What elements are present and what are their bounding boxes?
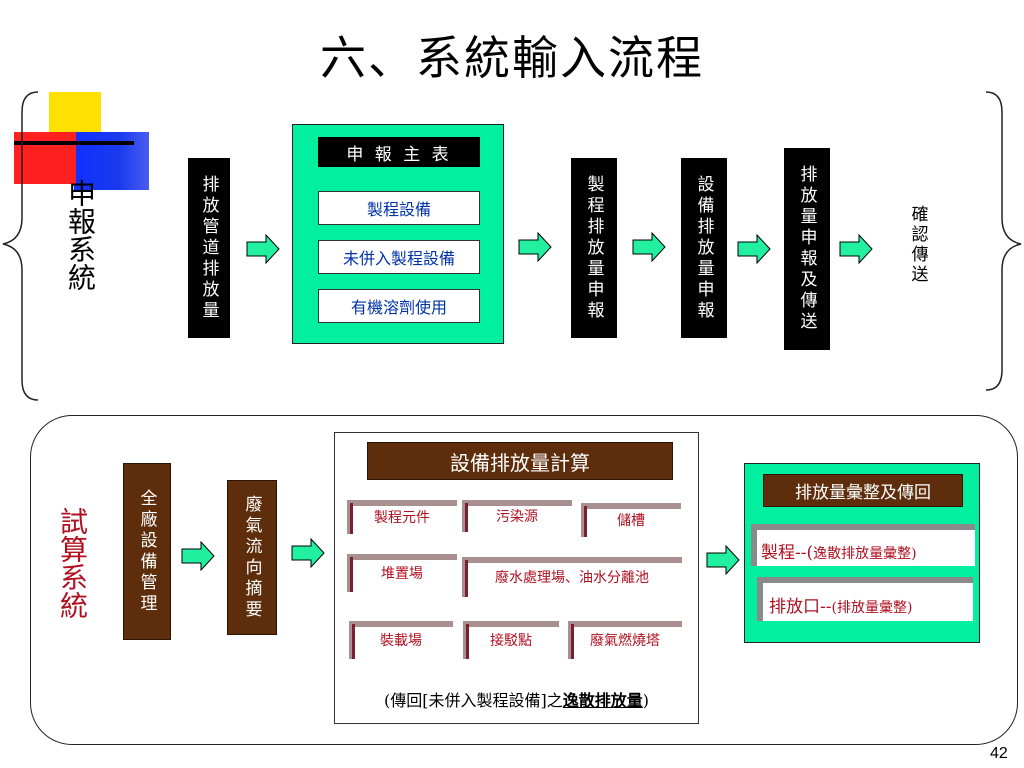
process-equipment-button[interactable]: 製程設備 xyxy=(318,191,480,225)
arrow-right-icon xyxy=(246,234,280,264)
pollution-source-label: 污染源 xyxy=(496,509,538,525)
process-component-item[interactable]: 製程元件 xyxy=(347,500,457,534)
arrow-right-icon xyxy=(737,234,771,264)
return-note-emphasis: 逸散排放量 xyxy=(562,691,643,710)
arrow-right-icon xyxy=(632,232,666,262)
arrow-right-icon xyxy=(706,545,740,575)
logo-red-square xyxy=(14,132,76,184)
emission-report-send-box[interactable]: 排放量申報及傳送 xyxy=(784,148,830,350)
process-component-label: 製程元件 xyxy=(374,510,430,526)
organic-solvent-button[interactable]: 有機溶劑使用 xyxy=(318,289,480,323)
process-emission-box[interactable]: 製程排放量申報 xyxy=(571,158,617,338)
corner-logo xyxy=(14,92,149,197)
logo-black-line xyxy=(14,141,134,145)
arrow-right-icon xyxy=(291,538,325,568)
arrow-right-icon xyxy=(839,234,873,264)
top-right-brace xyxy=(985,91,1022,391)
process-summary-main: 製程--( xyxy=(761,543,814,563)
storage-tank-label: 儲槽 xyxy=(617,513,645,529)
return-note-suffix: ) xyxy=(642,691,649,710)
loading-area-label: 裝載場 xyxy=(380,633,422,649)
return-note: (傳回[未併入製程設備]之逸散排放量) xyxy=(335,687,698,711)
equipment-emission-box[interactable]: 設備排放量申報 xyxy=(681,158,727,338)
stockpile-label: 堆置場 xyxy=(381,566,423,582)
pollution-source-item[interactable]: 污染源 xyxy=(462,500,572,532)
page-number: 42 xyxy=(990,745,1008,762)
transfer-point-item[interactable]: 接駁點 xyxy=(463,621,559,659)
reporting-system-label: 申報系統 xyxy=(64,179,97,291)
flare-tower-label: 廢氣燃燒塔 xyxy=(590,633,660,649)
outlet-summary-sub: (排放量彙整) xyxy=(831,600,913,616)
waste-gas-flow-box[interactable]: 廢氣流向摘要 xyxy=(227,480,277,635)
main-report-panel: 申 報 主 表 製程設備 未併入製程設備 有機溶劑使用 xyxy=(292,124,504,344)
trial-system-label: 試算系統 xyxy=(56,506,89,619)
equipment-calc-header: 設備排放量計算 xyxy=(367,442,673,480)
equipment-calc-panel: 設備排放量計算 製程元件 污染源 儲槽 堆置場 廢水處理場、油水分離池 裝載場 … xyxy=(334,432,699,724)
flare-tower-item[interactable]: 廢氣燃燒塔 xyxy=(568,621,682,659)
wastewater-plant-label: 廢水處理場、油水分離池 xyxy=(495,570,649,586)
summary-panel: 排放量彙整及傳回 製程--(逸散排放量彙整) 排放口--(排放量彙整) xyxy=(744,463,980,643)
confirm-send-label[interactable]: 確認傳送 xyxy=(907,205,928,285)
summary-header: 排放量彙整及傳回 xyxy=(763,474,963,507)
loading-area-item[interactable]: 裝載場 xyxy=(349,621,453,659)
storage-tank-item[interactable]: 儲槽 xyxy=(581,503,681,537)
emission-stack-box[interactable]: 排放管道排放量 xyxy=(188,158,230,338)
process-summary-sub: 逸散排放量彙整) xyxy=(813,546,917,562)
stockpile-item[interactable]: 堆置場 xyxy=(347,554,457,592)
top-left-brace xyxy=(2,91,39,401)
transfer-point-label: 接駁點 xyxy=(490,633,532,649)
plant-equipment-box[interactable]: 全廠設備管理 xyxy=(123,463,171,640)
wastewater-plant-item[interactable]: 廢水處理場、油水分離池 xyxy=(462,557,682,597)
trial-system-border xyxy=(30,415,1018,745)
main-report-header: 申 報 主 表 xyxy=(318,137,480,167)
arrow-right-icon xyxy=(518,232,552,262)
outlet-summary-main: 排放口-- xyxy=(769,597,832,617)
page-title: 六、系統輸入流程 xyxy=(320,31,704,85)
arrow-right-icon xyxy=(181,541,215,571)
return-note-prefix: (傳回[未併入製程設備]之 xyxy=(384,691,563,710)
non-process-equipment-button[interactable]: 未併入製程設備 xyxy=(318,240,480,274)
outlet-summary-button[interactable]: 排放口--(排放量彙整) xyxy=(757,577,973,621)
process-summary-button[interactable]: 製程--(逸散排放量彙整) xyxy=(751,524,975,566)
